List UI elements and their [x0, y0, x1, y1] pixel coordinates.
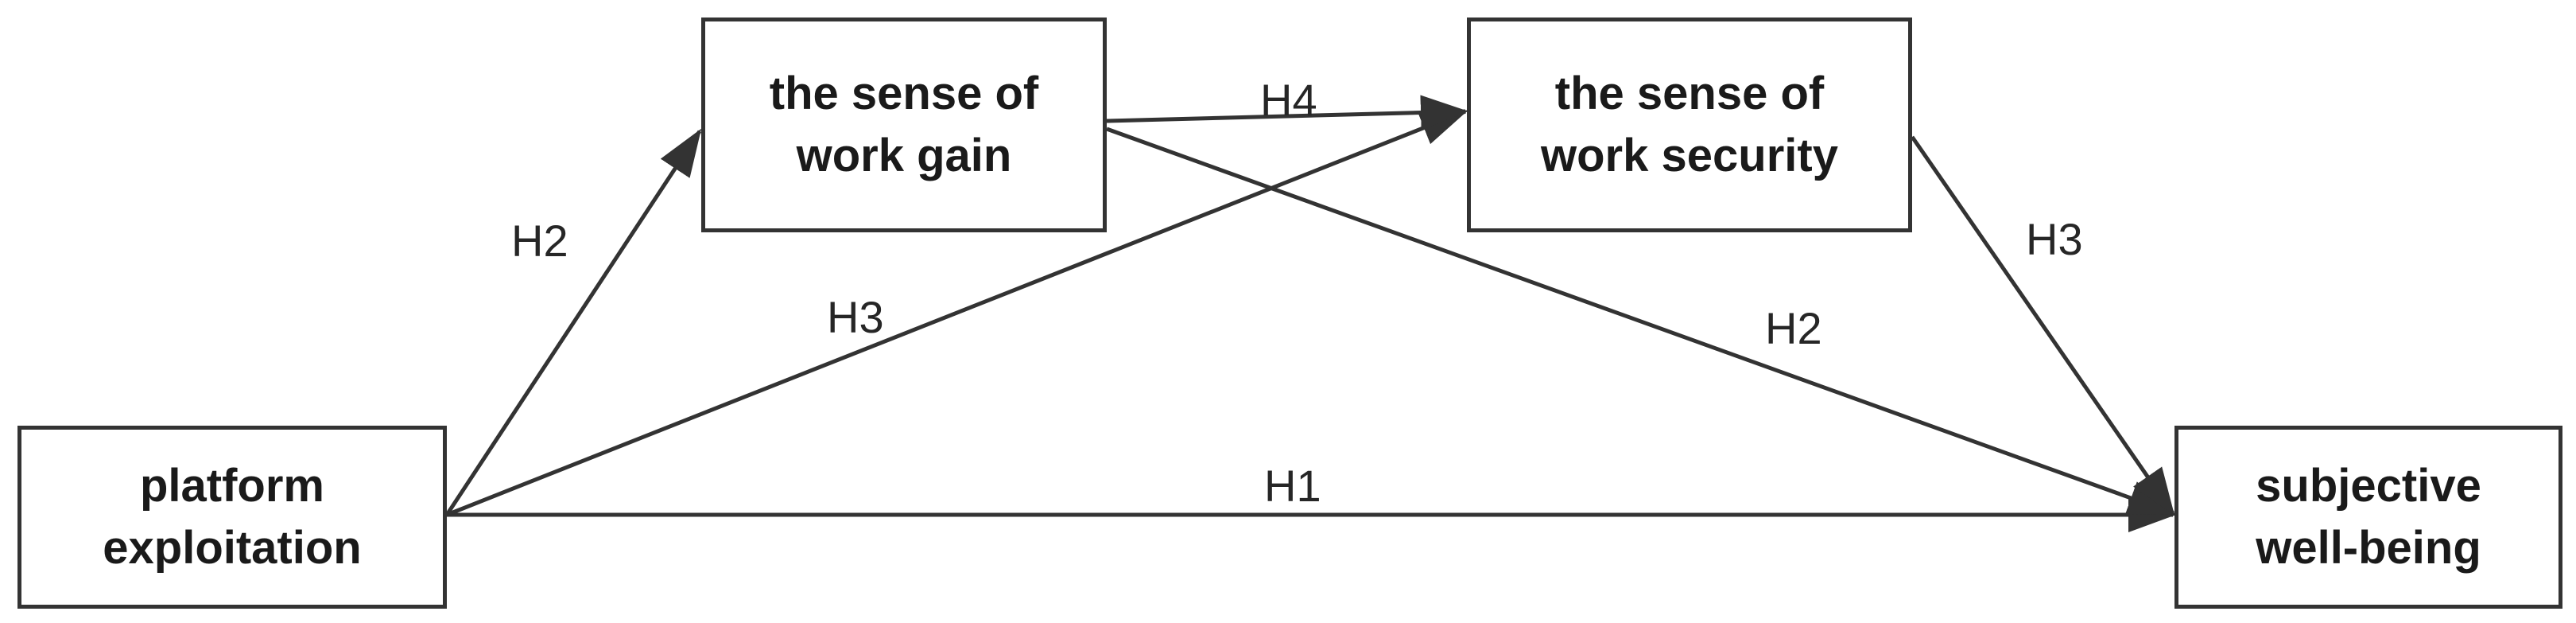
- node-work-gain: the sense of work gain: [701, 18, 1107, 232]
- node-label-subjective-wellbeing: subjective well-being: [2256, 460, 2481, 574]
- edge-security-to-wellbeing: [1910, 135, 2175, 516]
- edge-label-exploit-to-wellbeing: H1: [1264, 461, 1321, 511]
- edge-label-security-to-wellbeing: H3: [2026, 214, 2083, 264]
- node-subjective-wellbeing: subjective well-being: [2174, 426, 2562, 609]
- edge-label-exploit-to-security: H3: [827, 292, 884, 342]
- node-work-security: the sense of work security: [1467, 18, 1912, 232]
- node-label-platform-exploitation: platform exploitation: [103, 460, 362, 574]
- edge-gain-to-wellbeing: [1106, 127, 2176, 516]
- edge-exploit-to-gain: [444, 128, 702, 516]
- node-platform-exploitation: platform exploitation: [17, 426, 447, 609]
- edge-label-exploit-to-gain: H2: [511, 216, 568, 266]
- node-label-work-gain: the sense of work gain: [769, 68, 1039, 181]
- edge-exploit-to-security: [446, 109, 1468, 517]
- node-label-work-security: the sense of work security: [1541, 68, 1838, 181]
- edge-gain-to-security: [1106, 95, 1468, 130]
- edge-label-gain-to-security: H4: [1260, 75, 1317, 125]
- edge-label-gain-to-wellbeing: H2: [1765, 303, 1822, 353]
